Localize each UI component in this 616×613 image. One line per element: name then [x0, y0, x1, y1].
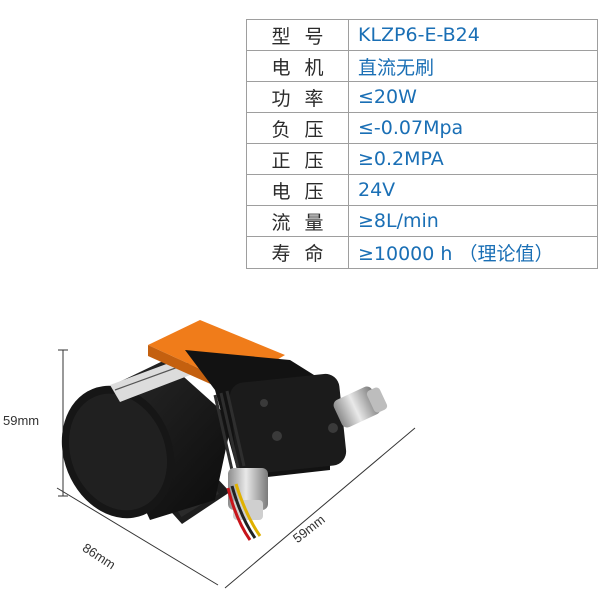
- spec-value: ≥10000 h （理论值）: [348, 236, 598, 269]
- pump-head: [148, 320, 347, 480]
- spec-table: 型号 KLZP6-E-B24 电机 直流无刷 功率 ≤20W 负压 ≤-0.07…: [246, 19, 598, 269]
- spec-value: KLZP6-E-B24: [348, 19, 598, 51]
- spec-key: 电机: [246, 50, 349, 82]
- spec-key: 型号: [246, 19, 349, 51]
- spec-value: ≥0.2MPA: [348, 143, 598, 175]
- spec-row-lifetime: 寿命 ≥10000 h （理论值）: [246, 236, 598, 269]
- spec-value: ≤20W: [348, 81, 598, 113]
- spec-key: 流量: [246, 205, 349, 237]
- motor-wires: [226, 483, 262, 541]
- spec-row-voltage: 电压 24V: [246, 174, 598, 206]
- spec-key: 负压: [246, 112, 349, 144]
- spec-key: 电压: [246, 174, 349, 206]
- motor-body: [61, 356, 232, 520]
- spec-row-power: 功率 ≤20W: [246, 81, 598, 113]
- spec-key: 正压: [246, 143, 349, 175]
- dimension-height-label: 59mm: [3, 413, 40, 428]
- port-fitting-outlet: [333, 386, 388, 428]
- spec-row-model: 型号 KLZP6-E-B24: [246, 19, 598, 51]
- dimension-lines: [56, 349, 416, 589]
- port-fitting-inlet: [228, 468, 268, 520]
- spec-row-vacuum: 负压 ≤-0.07Mpa: [246, 112, 598, 144]
- spec-row-motor: 电机 直流无刷: [246, 50, 598, 82]
- spec-value: ≥8L/min: [348, 205, 598, 237]
- pump-product-image: [56, 320, 416, 589]
- spec-row-pressure: 正压 ≥0.2MPA: [246, 143, 598, 175]
- spec-value: 24V: [348, 174, 598, 206]
- spec-value: 直流无刷: [348, 50, 598, 82]
- spec-key: 寿命: [246, 236, 349, 269]
- spec-row-flow: 流量 ≥8L/min: [246, 205, 598, 237]
- spec-value: ≤-0.07Mpa: [348, 112, 598, 144]
- spec-key: 功率: [246, 81, 349, 113]
